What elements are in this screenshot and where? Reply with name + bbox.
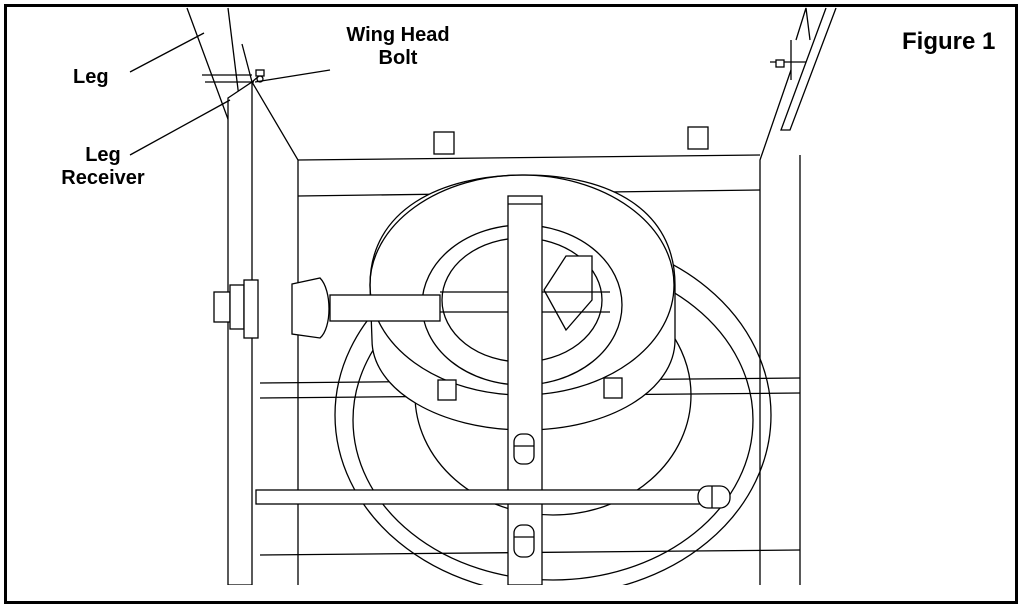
control-rod bbox=[255, 485, 731, 509]
handle-bar bbox=[507, 195, 543, 585]
leg-label: Leg bbox=[73, 66, 109, 88]
leader-leg bbox=[129, 32, 205, 73]
wing-head-bolt-label-line1: Wing Head bbox=[346, 24, 450, 46]
leader-lines bbox=[129, 32, 331, 156]
leader-wing-head-bolt bbox=[254, 69, 331, 83]
leg-receiver-label-line1: Leg bbox=[85, 144, 121, 166]
equipment-drawing bbox=[129, 7, 837, 585]
wing-head-bolt-label-line2: Bolt bbox=[378, 47, 418, 69]
leg-receiver-left bbox=[227, 43, 299, 585]
leg-receiver-label-line2: Receiver bbox=[61, 167, 145, 189]
leader-leg-receiver bbox=[129, 99, 231, 156]
right-leg bbox=[759, 7, 837, 585]
wing-head-bolt-left bbox=[255, 69, 265, 83]
leg-receiver-label: Leg Receiver bbox=[48, 144, 158, 190]
wing-head-bolt-label: Wing Head Bolt bbox=[318, 24, 478, 70]
figure-title: Figure 1 bbox=[902, 28, 996, 55]
drive-shaft bbox=[213, 277, 441, 339]
figure-canvas: Leg Leg Receiver Wing Head Bolt Figure 1 bbox=[4, 4, 1018, 604]
